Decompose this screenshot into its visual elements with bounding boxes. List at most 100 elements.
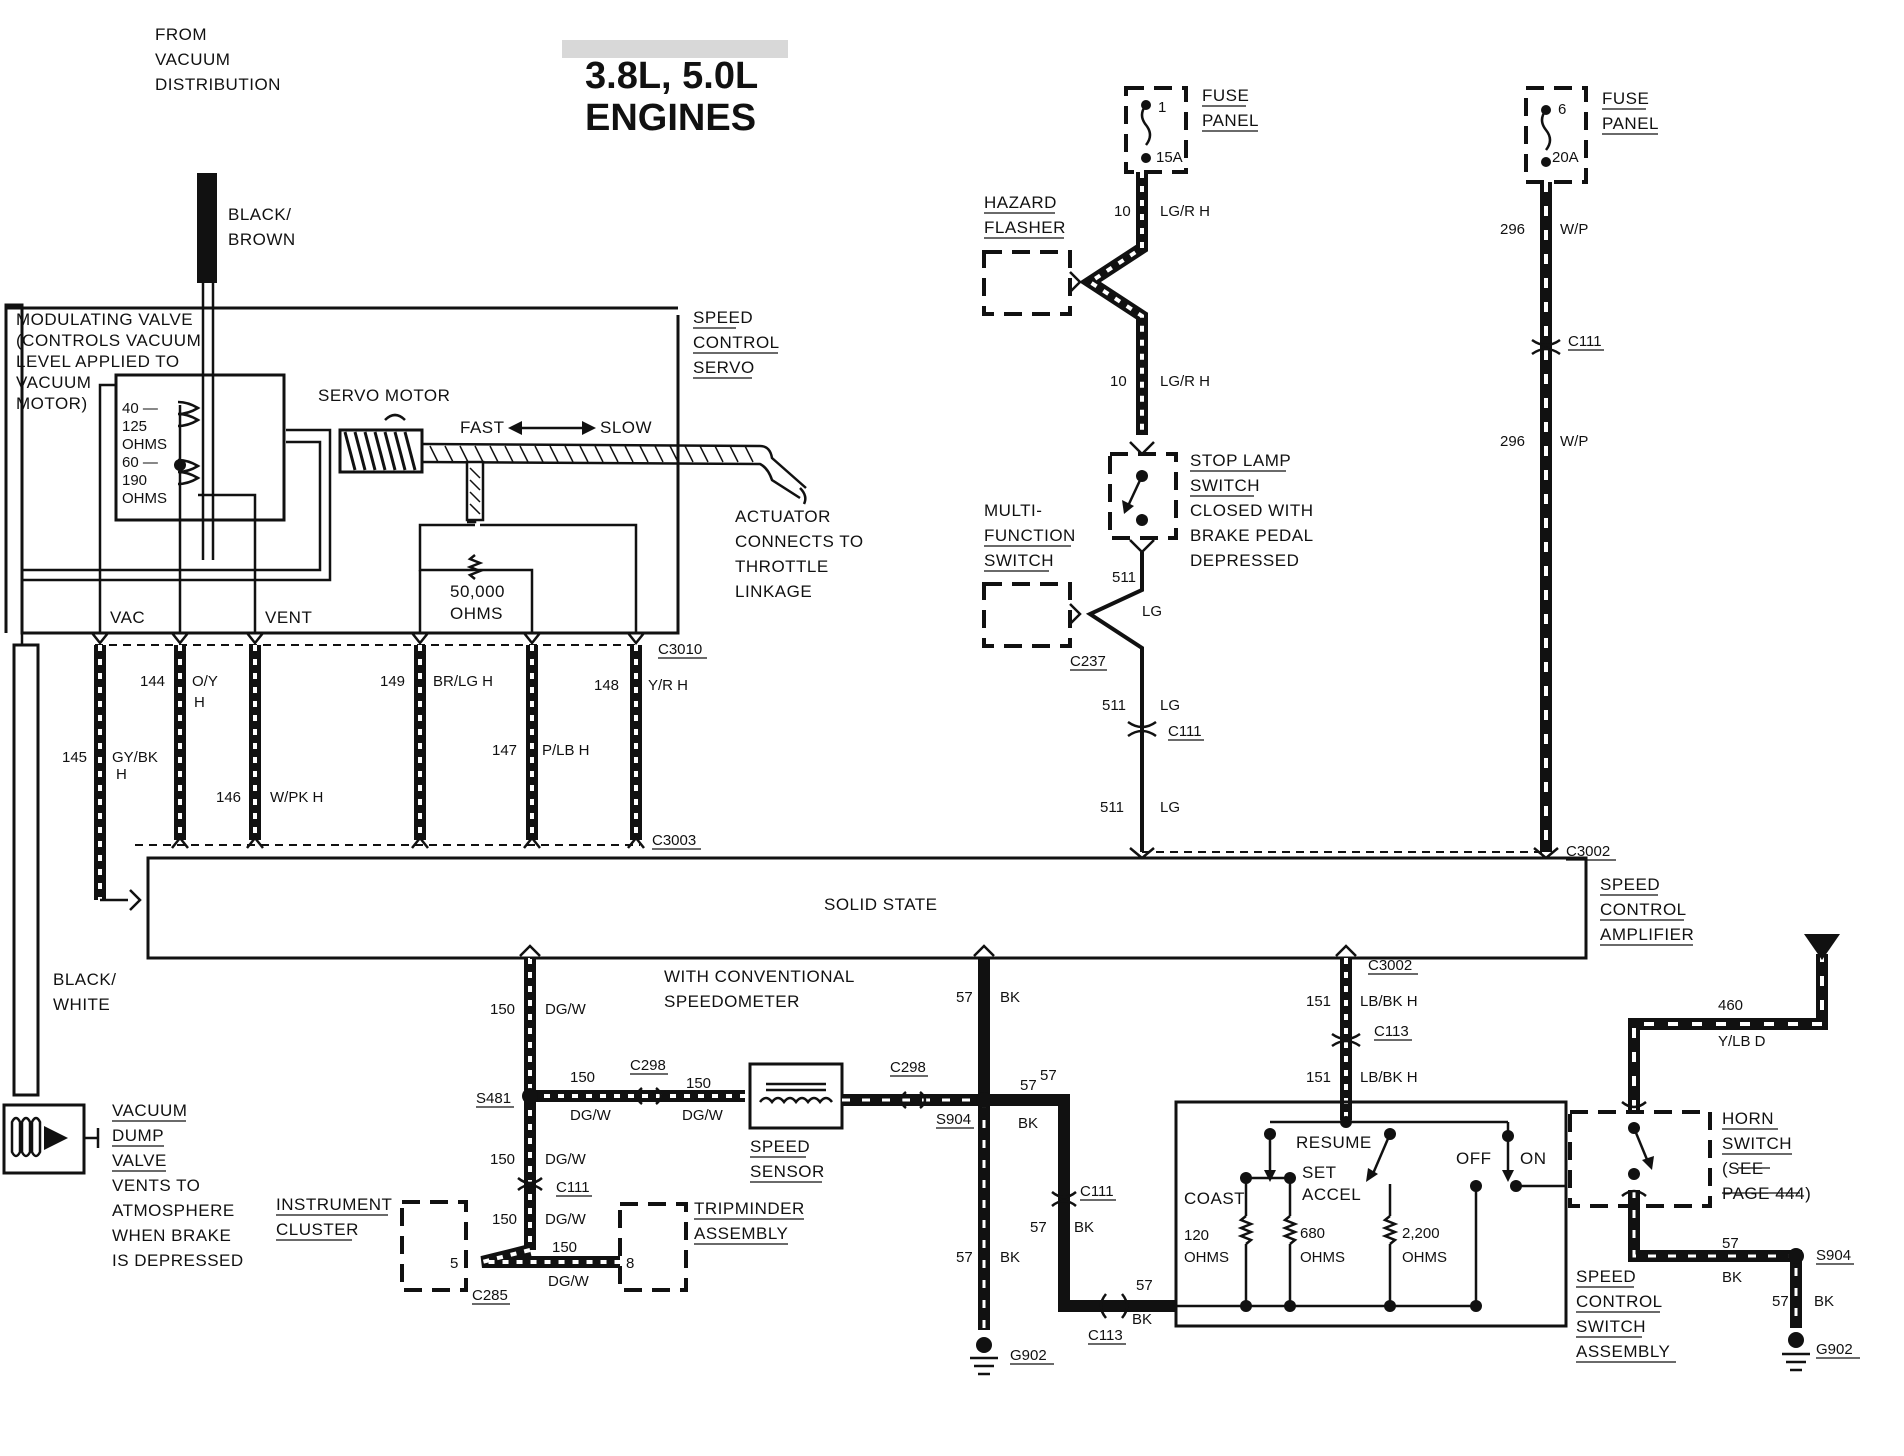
conventional-label-1: WITH CONVENTIONAL <box>664 967 855 986</box>
resume-label: RESUME <box>1296 1133 1372 1152</box>
hazard-label-1: HAZARD <box>984 193 1057 212</box>
wire-150-color-a: DG/W <box>545 1001 587 1018</box>
fuse-left-link <box>1140 104 1152 146</box>
r680-value: 680 <box>1300 1225 1325 1242</box>
c298-a-connector <box>635 1087 663 1105</box>
wire-150-number-a: 150 <box>490 1001 515 1018</box>
multi-label-3: SWITCH <box>984 551 1054 570</box>
wire-146-color: W/PK H <box>270 789 323 806</box>
stop-lamp-blade <box>1126 475 1144 507</box>
hazard-flasher: HAZARD FLASHER <box>982 193 1072 316</box>
mod-valve-label-4: VACUUM <box>16 373 91 392</box>
horn-input-pin <box>1621 1101 1647 1109</box>
c113-a-connector <box>1331 1032 1361 1048</box>
speed-control-amplifier: SOLID STATE SPEED CONTROL AMPLIFIER <box>129 856 1694 960</box>
stop-lamp-label-5: DEPRESSED <box>1190 551 1299 570</box>
wire-511 <box>1085 552 1144 852</box>
title-line-2: ENGINES <box>585 97 756 139</box>
wire-145-color-h: H <box>116 766 127 783</box>
horn-switch: HORN SWITCH (SEE PAGE 444) <box>1568 1109 1811 1208</box>
cluster-pin-number: 5 <box>450 1255 458 1272</box>
c111-57-connector <box>1051 1191 1077 1207</box>
wire-511-number-a: 511 <box>1112 569 1136 586</box>
off-on-arrow <box>1502 1170 1514 1182</box>
wire-151-circuit: C3002 151 LB/BK H C113 151 LB/BK H <box>1306 944 1418 1120</box>
wire-10-color-b: LG/R H <box>1160 373 1210 390</box>
vacuum-passage-outer <box>22 428 332 582</box>
slow-arrowhead <box>582 421 596 435</box>
r2200-value: 2,200 <box>1402 1225 1440 1242</box>
wiper-arm <box>465 460 485 522</box>
ground-g902-b-dot <box>1788 1332 1804 1348</box>
amp-label-2: CONTROL <box>1600 900 1687 919</box>
pot-label-2: OHMS <box>450 604 503 623</box>
conventional-label-2: SPEEDOMETER <box>664 992 800 1011</box>
res-40-125-line-3: OHMS <box>122 436 167 453</box>
c237-label: C237 <box>1070 653 1106 670</box>
wire-296-circuit: 296 W/P C111 296 W/P <box>1500 182 1604 860</box>
wire-150-number-b: 150 <box>570 1069 595 1086</box>
stop-lamp-label-2: SWITCH <box>1190 476 1260 495</box>
fast-arrowhead <box>508 421 522 435</box>
wire-57-color-h: BK <box>1814 1293 1834 1310</box>
amp-input-145-pin <box>129 889 142 911</box>
hazard-pin <box>1069 271 1082 293</box>
wire-57-to-switch <box>984 1094 1176 1312</box>
s904-b-label: S904 <box>1816 1247 1851 1264</box>
connector-c3003-label: C3003 <box>652 832 696 849</box>
c3002-bottom-label: C3002 <box>1368 957 1412 974</box>
hose-black-section <box>197 173 217 283</box>
wire-150-color-e: DG/W <box>545 1211 587 1228</box>
wire-147-color: P/LB H <box>542 742 590 759</box>
switch-assy-label-1: SPEED <box>1576 1267 1636 1286</box>
c111-511-label: C111 <box>1168 723 1202 740</box>
wire-57-number-c: 57 <box>956 1249 973 1266</box>
c111-150-connector <box>517 1177 543 1191</box>
potentiometer-symbol <box>466 554 484 580</box>
speed-control-servo: SPEED CONTROL SERVO <box>4 303 779 635</box>
c111-57-label: C111 <box>1080 1183 1114 1200</box>
wire-57-number-f: 57 <box>1136 1277 1153 1294</box>
wire-150-color-c: DG/W <box>682 1107 724 1124</box>
fuse-left-rating: 15A <box>1156 149 1183 166</box>
speed-sensor-label-2: SENSOR <box>750 1162 825 1181</box>
wire-460-number: 460 <box>1718 997 1743 1014</box>
fuse-left-box <box>1124 86 1188 174</box>
fuse-right-box <box>1524 86 1588 184</box>
r120-value: 120 <box>1184 1227 1209 1244</box>
dump-label-2: DUMP <box>112 1126 164 1145</box>
wire-57-color-b: BK <box>1018 1115 1038 1132</box>
wire-148-internal <box>480 523 638 633</box>
set-label: SET <box>1302 1163 1337 1182</box>
r120-symbol <box>1237 1215 1255 1245</box>
wire-511-color-a: LG <box>1142 603 1162 620</box>
wire-150-color-f: DG/W <box>548 1273 590 1290</box>
coil-lower <box>177 458 201 486</box>
fuse-left-label-2: PANEL <box>1202 111 1259 130</box>
wire-296-color-a: W/P <box>1560 221 1588 238</box>
tripminder-box <box>618 1202 688 1292</box>
multi-label-2: FUNCTION <box>984 526 1076 545</box>
vacuum-hose-black-brown: BLACK/ BROWN <box>197 173 295 560</box>
ground-g902-a-dot <box>976 1337 992 1353</box>
slow-label: SLOW <box>600 418 652 437</box>
wire-151-number-a: 151 <box>1306 993 1331 1010</box>
actuator-arm-top <box>421 442 807 489</box>
from-vacuum-line-2: VACUUM <box>155 50 230 69</box>
wire-150-color-b: DG/W <box>570 1107 612 1124</box>
dump-valve-plunger <box>44 1126 68 1150</box>
wire-296-number-b: 296 <box>1500 433 1525 450</box>
wire-144-number: 144 <box>140 673 165 690</box>
c298-a-label: C298 <box>630 1057 666 1074</box>
switch-feed-dot <box>1340 1116 1352 1128</box>
wire-10-color-a: LG/R H <box>1160 203 1210 220</box>
fuse-right-number: 6 <box>1558 101 1566 118</box>
wire-57-color-f: BK <box>1132 1311 1152 1328</box>
vacuum-dump-valve: VACUUM DUMP VALVE VENTS TO ATMOSPHERE WH… <box>2 1101 243 1270</box>
servo-motor-hatch <box>343 431 417 471</box>
wire-511-number-b: 511 <box>1102 697 1126 714</box>
pot-label-1: 50,000 <box>450 582 505 601</box>
wire-150-number-c: 150 <box>686 1075 711 1092</box>
actuator-label-4: LINKAGE <box>735 582 812 601</box>
horn-contact-bottom <box>1628 1168 1640 1180</box>
